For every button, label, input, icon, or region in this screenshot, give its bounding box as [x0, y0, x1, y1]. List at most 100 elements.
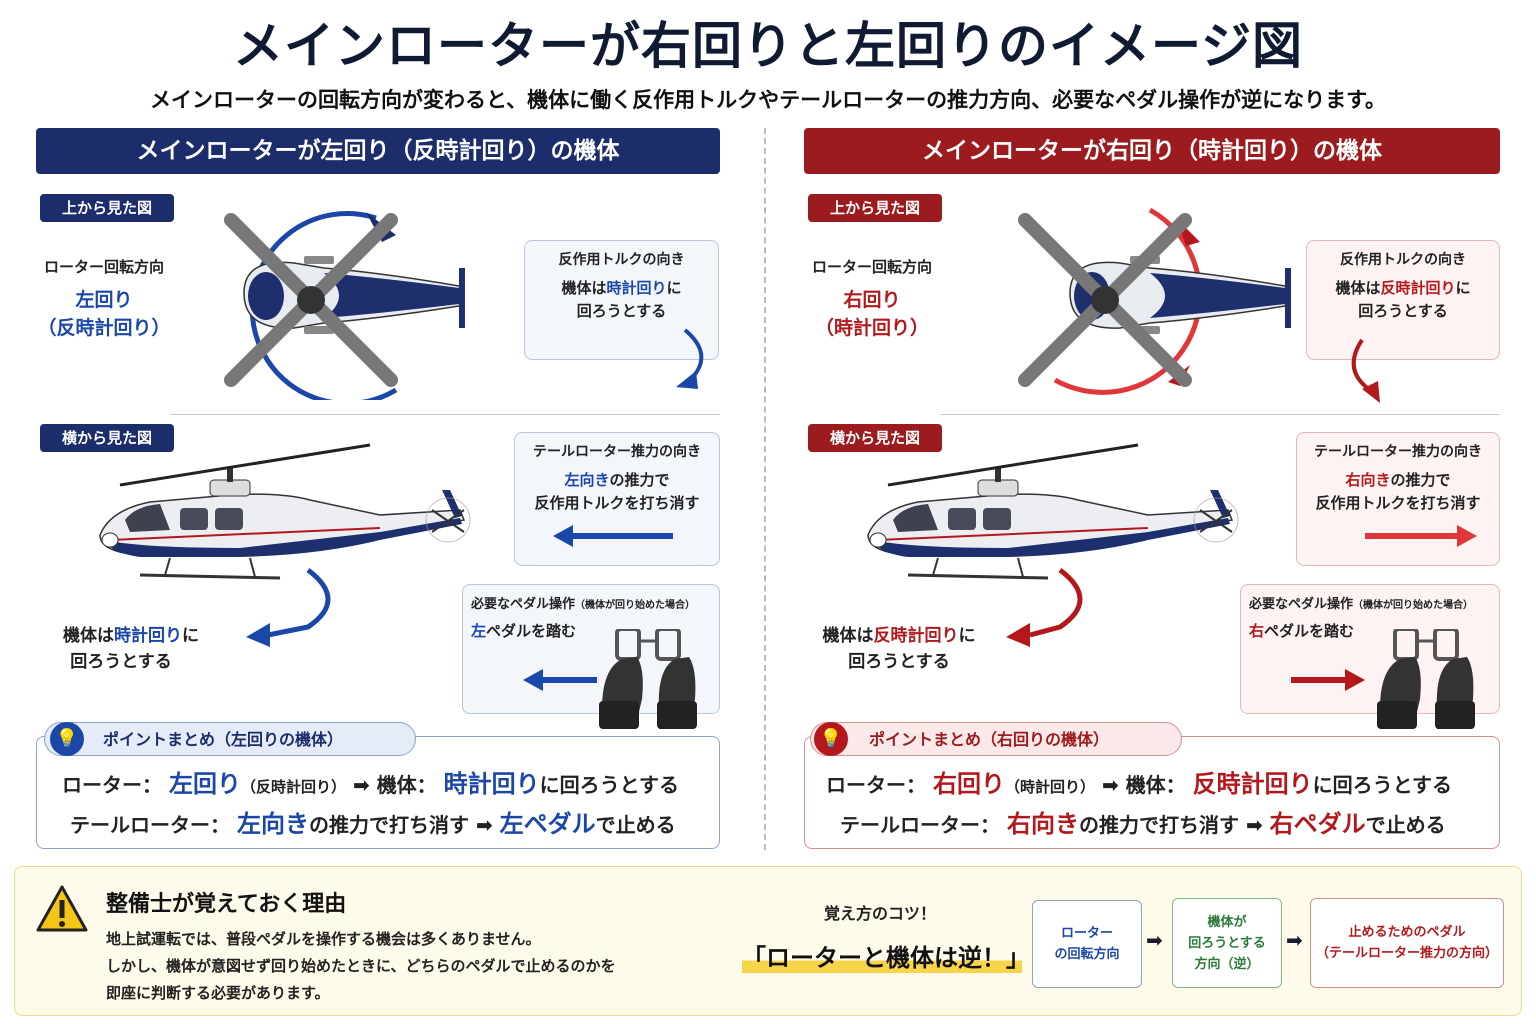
left-pedal-heading: 必要なペダル操作 [471, 597, 576, 612]
center-divider [764, 128, 766, 850]
left-pedal-post: ペダルを踏む [486, 622, 577, 640]
right-thrust-arrow-icon [1365, 525, 1477, 547]
right-tail-heading: テールローター推力の向き [1314, 444, 1482, 460]
tip-label: 覚え方のコツ！ [823, 904, 936, 923]
left-torque-em: 時計回り [606, 279, 667, 297]
left-torque-pre: 機体は [561, 279, 607, 297]
right-helicopter-top-view [1018, 207, 1292, 395]
warning-icon [36, 885, 88, 932]
left-body-note-pre: 機体は [63, 626, 114, 646]
right-sum-l1-b: 右回り [932, 770, 1005, 798]
left-tail-em: 左向き [564, 471, 610, 489]
left-sum-l2-d: 左ペダル [499, 810, 596, 838]
left-side-view-tag: 横から見た図 [40, 424, 174, 452]
right-sum-l1-c: （時計回り） [1004, 778, 1095, 796]
right-section-divider [940, 414, 1500, 415]
left-pedal-icon [597, 629, 699, 729]
left-sum-l1-e: 時計回り [443, 770, 540, 798]
left-body-note-post: に [182, 626, 199, 646]
right-tail-thrust-box: テールローター推力の向き 右向きの推力で 反作用トルクを打ち消す [1296, 432, 1500, 566]
left-pedal-arrow-icon [523, 669, 597, 691]
left-summary-line1: ローター： 左回り（反時計回り） ➡ 機体： 時計回りに回ろうとする [62, 764, 679, 799]
flow1-l1: ローター [1060, 926, 1113, 941]
right-tail-em: 右向き [1345, 471, 1391, 489]
right-sum-l1-a: ローター： [826, 773, 926, 797]
arrow-right-icon: ➡ [352, 773, 370, 797]
right-summary-line1: ローター： 右回り（時計回り） ➡ 機体： 反時計回りに回ろうとする [826, 764, 1452, 799]
right-rotation-arc [1053, 207, 1203, 395]
right-rotor-dir-label: ローター回転方向 [811, 258, 932, 276]
right-torque-em: 反時計回り [1380, 279, 1456, 297]
right-body-note: 機体は反時計回りに [804, 622, 994, 650]
bottom-p3: 即座に判断する必要があります。 [106, 984, 330, 1002]
bottom-heading: 整備士が覚えておく理由 [106, 892, 347, 917]
right-body-note-line2: 回ろうとする [848, 652, 950, 672]
left-sum-l2-b: 左向き [236, 810, 309, 838]
arrow-right-icon: ➡ [1245, 813, 1263, 837]
left-torque-curve-arrow [676, 328, 704, 389]
left-pedal-em: 左 [471, 622, 487, 640]
left-torque-box: 反作用トルクの向き 機体は時計回りに 回ろうとする [524, 240, 719, 360]
right-rotor-dir-sub: （時計回り） [814, 317, 929, 339]
flow1-l2: の回転方向 [1054, 947, 1120, 962]
left-summary-tab: ポイントまとめ（左回りの機体） [44, 722, 416, 756]
left-torque-heading: 反作用トルクの向き [558, 252, 685, 268]
lightbulb-icon: 💡 [814, 722, 848, 756]
right-sum-l1-d: 機体： [1125, 773, 1186, 797]
flow-body-box: 機体が回ろうとする方向（逆） [1172, 898, 1282, 988]
right-sum-l1-f: に回ろうとする [1312, 773, 1453, 797]
flow2-l3: 方向（逆） [1194, 956, 1260, 972]
right-body-rotation-arrow [1006, 568, 1083, 647]
right-summary-line2: テールローター： 右向きの推力で打ち消す ➡ 右ペダルで止める [840, 804, 1446, 839]
left-sum-l2-c: の推力で打ち消す [308, 813, 469, 837]
lightbulb-icon: 💡 [50, 722, 84, 756]
flow-rotor-box: ローターの回転方向 [1032, 900, 1142, 988]
left-tail-heading: テールローター推力の向き [533, 444, 701, 460]
right-header: メインローターが右回り（時計回り）の機体 [804, 128, 1500, 174]
left-sum-l2-a: テールローター： [70, 813, 230, 837]
bottom-p2: しかし、機体が意図せず回り始めたときに、どちらのペダルで止めるのかを [106, 957, 616, 975]
left-pedal-box: 必要なペダル操作（機体が回り始めた場合） 左ペダルを踏む [462, 584, 720, 729]
flow3-l2: （テールローター推力の方向） [1315, 946, 1498, 961]
left-rotor-dir-main: 左回り [75, 289, 133, 311]
right-top-view-tag: 上から見た図 [808, 194, 942, 222]
right-tail-post: の推力で [1390, 471, 1451, 489]
left-rotation-arc [249, 211, 398, 400]
left-sum-l2-e: で止める [595, 813, 676, 837]
left-tail-thrust-box: テールローター推力の向き 左向きの推力で 反作用トルクを打ち消す [514, 432, 720, 566]
left-body-note-em: 時計回り [114, 626, 182, 646]
right-pedal-arrow-icon [1291, 669, 1365, 691]
right-sum-l2-e: で止める [1365, 813, 1446, 837]
left-body-note: 機体は時計回りに [36, 622, 226, 650]
right-torque-line2: 回ろうとする [1358, 302, 1448, 320]
right-pedal-box: 必要なペダル操作（機体が回り始めた場合） 右ペダルを踏む [1240, 584, 1500, 729]
right-body-note-em: 反時計回り [873, 626, 959, 646]
arrow-right-icon: ➡ [475, 813, 493, 837]
right-pedal-em: 右 [1249, 622, 1265, 640]
right-rotor-dir-main: 右回り [843, 289, 901, 311]
left-body-note-line2: 回ろうとする [70, 652, 172, 672]
arrow-right-icon: ➡ [1101, 773, 1119, 797]
right-sum-l2-b: 右向き [1006, 810, 1079, 838]
left-sum-l1-a: ローター： [62, 773, 162, 797]
right-summary-tab: ポイントまとめ（右回りの機体） [810, 722, 1182, 756]
flow3-l1: 止めるためのペダル [1348, 925, 1466, 940]
left-tail-post: の推力で [609, 471, 670, 489]
right-pedal-heading-sub: （機体が回り始めた場合） [1353, 600, 1474, 611]
right-pedal-post: ペダルを踏む [1264, 622, 1355, 640]
right-tail-line2: 反作用トルクを打ち消す [1315, 494, 1481, 512]
left-torque-post: に [666, 279, 682, 297]
left-rotor-dir-sub: （反時計回り） [37, 317, 171, 339]
left-torque-line2: 回ろうとする [576, 302, 667, 320]
left-top-view-tag: 上から見た図 [40, 194, 174, 222]
flow-pedal-box: 止めるためのペダル （テールローター推力の方向） [1310, 898, 1504, 988]
right-torque-curve-arrow [1351, 338, 1380, 403]
right-sum-l1-e: 反時計回り [1192, 770, 1313, 798]
left-thrust-arrow-icon [553, 525, 673, 547]
bottom-p1: 地上試運転では、普段ペダルを操作する機会は多くありません。 [106, 930, 541, 948]
right-torque-heading: 反作用トルクの向き [1340, 252, 1466, 268]
flow2-l2: 回ろうとする [1188, 935, 1266, 951]
right-body-note-post: に [958, 626, 976, 646]
right-pedal-icon [1375, 629, 1477, 729]
right-body-note-pre: 機体は [822, 626, 874, 646]
